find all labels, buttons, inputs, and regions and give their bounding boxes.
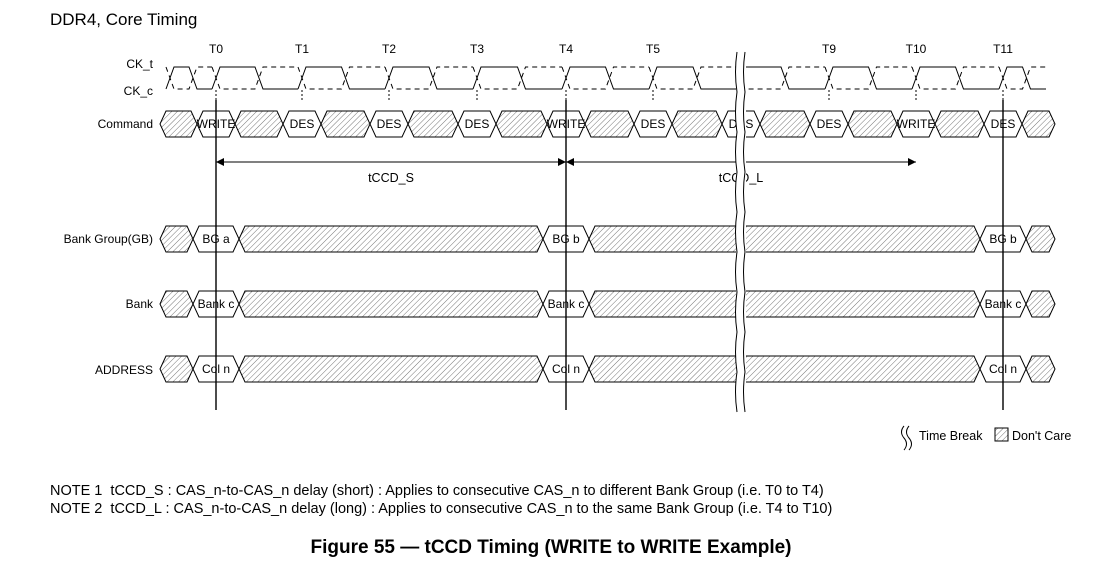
clock-label-t2: T2: [382, 42, 396, 56]
signal-name-bank-group: Bank Group(GB): [64, 232, 153, 246]
clock-label-t10: T10: [906, 42, 927, 56]
bank-dont-care-2: [588, 290, 981, 318]
bank-group-dont-care-3: [1025, 225, 1056, 253]
interval-0-head-left: [216, 158, 224, 166]
command-slot-3-label: DES: [465, 117, 490, 131]
bank-group-dont-care-2: [588, 225, 981, 253]
dont-care-swatch: [994, 427, 1009, 442]
command-dont-care-8: [847, 110, 898, 138]
clock-ck-c: [165, 66, 1046, 90]
signal-name-ck-t: CK_t: [126, 57, 153, 71]
interval-1-head-right: [908, 158, 916, 166]
address-dont-care-0: [159, 355, 194, 383]
time-break-line-a: [735, 51, 738, 413]
time-break-icon-b: [906, 425, 912, 451]
interval-0-head-right: [558, 158, 566, 166]
interval-label-0: tCCD_S: [368, 171, 414, 185]
bank-dont-care-3: [1025, 290, 1056, 318]
command-dont-care-3: [407, 110, 459, 138]
command-slot-1-label: DES: [290, 117, 315, 131]
clock-label-t1: T1: [295, 42, 309, 56]
figure-caption: Figure 55 — tCCD Timing (WRITE to WRITE …: [310, 537, 792, 558]
command-dont-care-5: [584, 110, 635, 138]
clock-label-t11: T11: [993, 42, 1013, 56]
command-dont-care-6: [671, 110, 723, 138]
clock-label-t5: T5: [646, 42, 660, 56]
command-dont-care-10: [1021, 110, 1056, 138]
command-slot-8-label: WRITE: [897, 117, 936, 131]
command-dont-care-7: [759, 110, 811, 138]
interval-1-head-left: [566, 158, 574, 166]
signal-name-ck-c: CK_c: [124, 84, 153, 98]
bank-group-dont-care-1: [238, 225, 544, 253]
timing-diagram: T0 T1 T2 T3 T4 T5 T9 T10 T11CK_tCK_cCommandBank …: [64, 42, 1071, 451]
command-slot-7-label: DES: [817, 117, 842, 131]
command-slot-5-label: DES: [641, 117, 666, 131]
command-dont-care-4: [495, 110, 548, 138]
bank-dont-care-1: [238, 290, 544, 318]
command-dont-care-0: [159, 110, 198, 138]
note-1: NOTE 1 tCCD_S : CAS_n-to-CAS_n delay (sh…: [50, 483, 824, 499]
signal-name-address: ADDRESS: [95, 363, 153, 377]
legend-time-break: Time Break: [919, 429, 983, 443]
command-dont-care-2: [320, 110, 371, 138]
command-slot-2-label: DES: [377, 117, 402, 131]
command-dont-care-9: [934, 110, 985, 138]
address-dont-care-2: [588, 355, 981, 383]
legend-dont-care: Don't Care: [1012, 429, 1071, 443]
signal-name-command: Command: [98, 117, 153, 131]
clock-ck-t: [165, 66, 1046, 90]
page-title: DDR4, Core Timing: [50, 10, 198, 29]
address-dont-care-3: [1025, 355, 1056, 383]
bank-group-dont-care-0: [159, 225, 194, 253]
command-dont-care-1: [234, 110, 284, 138]
clock-label-t4: T4: [559, 42, 573, 56]
clock-label-t0: T0: [209, 42, 223, 56]
time-break-gap: [736, 52, 746, 412]
note-2: NOTE 2 tCCD_L : CAS_n-to-CAS_n delay (lo…: [50, 501, 833, 517]
time-break-icon: [901, 425, 907, 451]
clock-label-t3: T3: [470, 42, 484, 56]
signal-name-bank: Bank: [126, 297, 154, 311]
address-dont-care-1: [238, 355, 544, 383]
bank-dont-care-0: [159, 290, 194, 318]
clock-label-t9: T9: [822, 42, 836, 56]
time-break-line-b: [743, 51, 746, 413]
